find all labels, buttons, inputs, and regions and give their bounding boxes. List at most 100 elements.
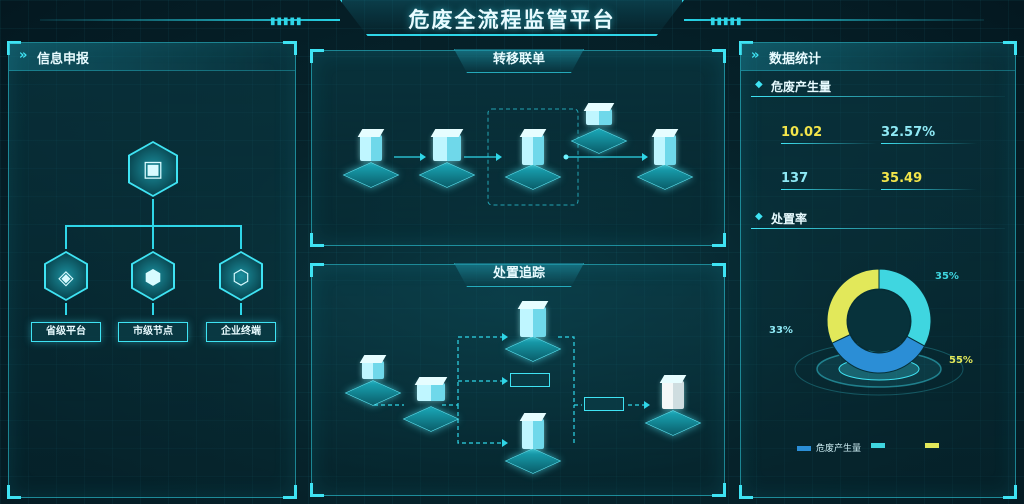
legend-item[interactable] xyxy=(871,441,890,451)
stat-value: 35.49 xyxy=(881,171,923,186)
layers-icon: ◈ xyxy=(58,265,74,289)
page-title: 危废全流程监管平台 xyxy=(408,8,616,32)
corner-deco xyxy=(283,41,297,55)
disposal-mid-tag-1[interactable] xyxy=(510,373,550,387)
recycling-box-icon xyxy=(662,381,684,409)
tree-connector xyxy=(240,225,242,249)
stat-label xyxy=(781,155,877,165)
corner-deco xyxy=(310,233,324,247)
corner-deco xyxy=(712,263,726,277)
disposal-mid-tag-2[interactable] xyxy=(584,397,624,411)
database-icon xyxy=(654,135,676,165)
corner-deco xyxy=(1003,41,1017,55)
city-node-button[interactable]: 市级节点 xyxy=(118,322,188,342)
corner-deco xyxy=(739,485,753,499)
building-icon xyxy=(360,135,382,161)
disposal-rate-donut-chart xyxy=(826,268,932,374)
data-cluster-icon xyxy=(586,109,612,125)
pie-label-value: 33% xyxy=(769,325,793,336)
disposal-rate-section: ◆ 处置率 xyxy=(751,209,1005,229)
hazardous-waste-output-title: 危废产生量 xyxy=(771,80,832,94)
legend-swatch xyxy=(797,446,811,451)
tree-connector xyxy=(152,303,154,315)
transfer-node-1[interactable] xyxy=(342,127,400,188)
title-deco-left: ▮▮▮▮▮ xyxy=(270,16,303,27)
diamond-bullet-icon: ◆ xyxy=(755,211,763,222)
stat-value: 137 xyxy=(781,171,809,186)
stat-item: 10.02 xyxy=(781,109,877,144)
warehouse-icon xyxy=(362,361,384,379)
corner-deco xyxy=(310,483,324,497)
transfer-form-title: 转移联单 xyxy=(454,49,584,73)
enterprise-terminal-button[interactable]: 企业终端 xyxy=(206,322,276,342)
disposal-node-4[interactable] xyxy=(504,415,562,474)
tree-connector xyxy=(240,303,242,315)
legend-item[interactable]: 危废产生量 xyxy=(797,441,861,454)
stat-item: 32.57% xyxy=(881,109,977,144)
tree-connector xyxy=(65,225,67,249)
corner-deco xyxy=(712,483,726,497)
enterprise-node-icon[interactable]: ⬡ xyxy=(219,251,263,301)
donut-slice[interactable] xyxy=(831,333,926,374)
package-icon: ⬡ xyxy=(232,265,250,289)
corner-deco xyxy=(712,233,726,247)
root-node[interactable]: ▣ xyxy=(128,141,178,197)
tree-connector xyxy=(152,199,154,225)
corner-deco xyxy=(1003,485,1017,499)
server-stack-icon xyxy=(522,135,544,165)
tree-connector xyxy=(65,303,67,315)
data-statistics-title: 数据统计 xyxy=(769,52,822,67)
data-statistics-panel: » 数据统计 ◆ 危废产生量 10.02 32.57% 137 35.49 ◆ … xyxy=(739,41,1017,499)
province-node-icon[interactable]: ◈ xyxy=(44,251,88,301)
corner-deco xyxy=(310,49,324,63)
disposal-node-3[interactable] xyxy=(504,303,562,362)
pie-label-value: 35% xyxy=(935,271,959,282)
legend-swatch xyxy=(925,443,939,448)
stat-value: 32.57% xyxy=(881,125,936,140)
server-icon xyxy=(522,419,544,449)
info-report-panel: » 信息申报 ▣ ◈ ⬢ ⬡ 省级平台 市级节点 企业终端 xyxy=(7,41,297,499)
disposal-rate-title: 处置率 xyxy=(771,212,808,226)
pie-label-value: 55% xyxy=(949,355,973,366)
transfer-node-2[interactable] xyxy=(418,127,476,188)
info-report-title: 信息申报 xyxy=(37,52,90,67)
donut-slice[interactable] xyxy=(826,268,880,344)
stat-label xyxy=(881,155,977,165)
title-line-right xyxy=(684,19,984,21)
title-bar: ▮▮▮▮▮ ▮▮▮▮▮ 危废全流程监管平台 xyxy=(0,0,1024,40)
donut-hole xyxy=(848,290,910,352)
diamond-bullet-icon: ◆ xyxy=(755,79,763,90)
transfer-form-panel: 转移联单 xyxy=(310,49,726,247)
transfer-node-3[interactable] xyxy=(504,129,562,190)
title-line-left xyxy=(40,19,340,21)
corner-deco xyxy=(7,485,21,499)
document-box-icon xyxy=(520,307,546,337)
disposal-node-1[interactable] xyxy=(344,359,402,406)
stat-item: 137 xyxy=(781,155,877,190)
double-chevron-icon: » xyxy=(19,48,28,63)
terminal-icon xyxy=(433,135,461,161)
corner-deco xyxy=(712,49,726,63)
double-chevron-icon: » xyxy=(751,48,760,63)
transfer-node-5[interactable] xyxy=(636,129,694,190)
transfer-node-4[interactable] xyxy=(570,107,628,154)
stat-label xyxy=(881,109,977,119)
transfer-flow-lines xyxy=(394,108,648,206)
tree-connector xyxy=(152,225,154,249)
title-deco-right: ▮▮▮▮▮ xyxy=(710,16,743,27)
corner-deco xyxy=(283,485,297,499)
legend-item[interactable] xyxy=(925,441,944,451)
disposal-tracking-panel: 处置追踪 xyxy=(310,263,726,497)
stat-item: 35.49 xyxy=(881,155,977,190)
corner-deco xyxy=(310,263,324,277)
disposal-node-2[interactable] xyxy=(402,377,460,432)
cube-icon: ⬢ xyxy=(144,265,162,289)
legend-label: 危废产生量 xyxy=(816,444,862,454)
disposal-node-5[interactable] xyxy=(644,377,702,436)
data-statistics-header: » 数据统计 xyxy=(741,43,1015,71)
truck-icon xyxy=(417,383,445,401)
user-id-card-icon: ▣ xyxy=(142,157,164,182)
city-node-icon[interactable]: ⬢ xyxy=(131,251,175,301)
province-platform-button[interactable]: 省级平台 xyxy=(31,322,101,342)
